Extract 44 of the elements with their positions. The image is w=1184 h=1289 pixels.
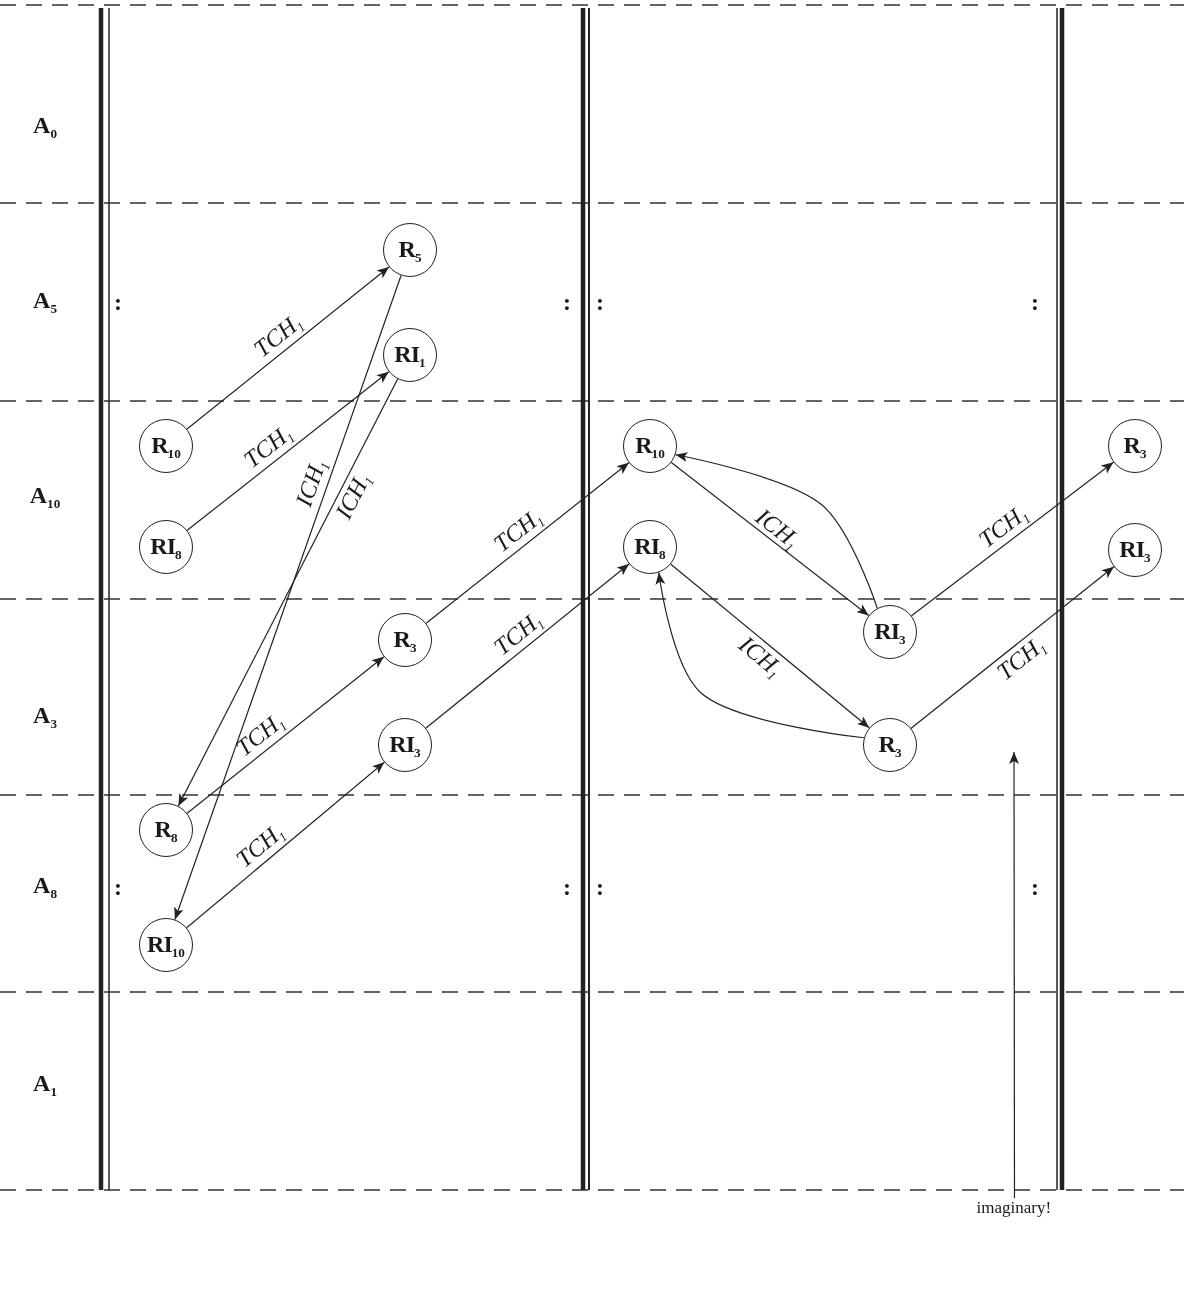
ellipsis-mark: : xyxy=(563,873,571,901)
arrow xyxy=(425,462,630,624)
ellipsis-mark: : xyxy=(114,873,122,901)
state-circle: RI$_{8}$ xyxy=(623,520,677,574)
state-circle: RI$_{3}$ xyxy=(378,718,432,772)
ellipsis-mark: : xyxy=(1031,288,1039,316)
state-circle: RI$_{3}$ xyxy=(863,605,917,659)
row-label: A$_{5}$ xyxy=(33,287,57,317)
annotation-text: imaginary! xyxy=(976,1198,1052,1218)
row-label: A$_{3}$ xyxy=(33,702,57,732)
arrow xyxy=(655,571,865,739)
ellipsis-mark: : xyxy=(1031,873,1039,901)
arrow xyxy=(186,761,385,929)
arrow xyxy=(910,461,1115,617)
arrow xyxy=(186,371,390,531)
arrow xyxy=(177,378,399,807)
arrow xyxy=(174,274,402,921)
arrow xyxy=(670,563,870,729)
state-circle: R$_{8}$ xyxy=(139,803,193,857)
state-circle: RI$_{3}$ xyxy=(1108,523,1162,577)
ellipsis-mark: : xyxy=(114,288,122,316)
arrow xyxy=(670,461,870,617)
arrow xyxy=(674,452,878,609)
ellipsis-mark: : xyxy=(596,288,604,316)
state-circle: R$_{10}$ xyxy=(623,419,677,473)
arrow xyxy=(1009,751,1019,1199)
arrow xyxy=(186,266,390,430)
row-label: A$_{0}$ xyxy=(33,112,57,142)
ellipsis-mark: : xyxy=(563,288,571,316)
state-circle: R$_{3}$ xyxy=(863,718,917,772)
arrow xyxy=(186,656,385,814)
state-circle: R$_{5}$ xyxy=(383,223,437,277)
state-circle: RI$_{10}$ xyxy=(139,918,193,972)
row-label: A$_{10}$ xyxy=(29,482,61,512)
ellipsis-mark: : xyxy=(596,873,604,901)
state-circle: R$_{3}$ xyxy=(378,613,432,667)
state-circle: R$_{3}$ xyxy=(1108,419,1162,473)
arrow xyxy=(910,566,1115,729)
row-label: A$_{1}$ xyxy=(33,1070,57,1100)
state-circle: RI$_{8}$ xyxy=(139,520,193,574)
state-circle: R$_{10}$ xyxy=(139,419,193,473)
row-label: A$_{8}$ xyxy=(33,872,57,902)
state-circle: RI$_{1}$ xyxy=(383,328,437,382)
arrow xyxy=(425,563,630,729)
